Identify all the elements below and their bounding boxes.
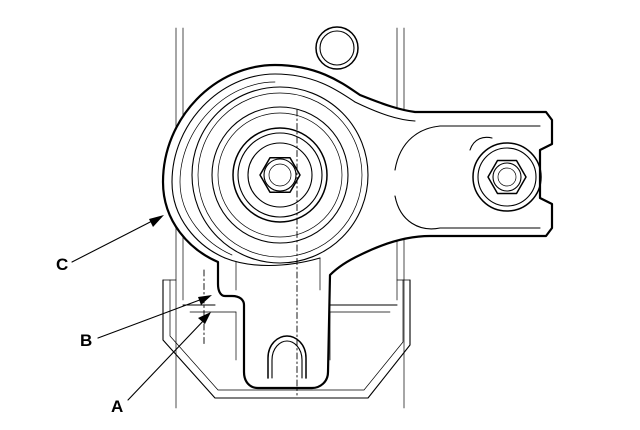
center-line [203, 109, 298, 396]
bracket-body [161, 63, 554, 390]
leader-b [97, 295, 212, 339]
housing-background [162, 27, 411, 409]
leader-a [127, 312, 211, 401]
arm-nut-icon [487, 159, 527, 195]
center-nut-icon [259, 156, 301, 194]
upper-port-circle [315, 26, 359, 70]
callout-b-label: B [80, 331, 92, 350]
callout-c-label: C [56, 255, 68, 274]
leader-c [71, 215, 164, 263]
tab-slot [267, 335, 307, 379]
center-hub [191, 86, 369, 264]
callout-a-label: A [111, 397, 123, 416]
arm-nut [469, 136, 542, 212]
